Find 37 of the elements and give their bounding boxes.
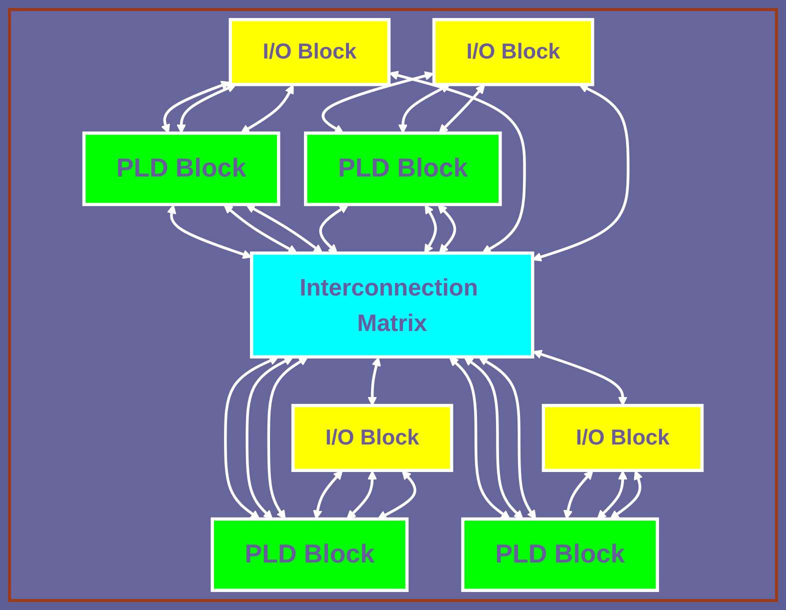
node-box: I/O Block [432, 18, 594, 86]
arrow [224, 356, 279, 520]
arrow [478, 356, 536, 520]
arrow [398, 84, 450, 134]
arrow [176, 84, 236, 134]
arrow [532, 84, 630, 262]
arrow [532, 350, 628, 406]
arrow [166, 204, 252, 259]
node-box: PLD Block [461, 517, 660, 592]
node-box: PLD Block [210, 517, 409, 592]
arrow [322, 71, 434, 134]
arrow [224, 204, 298, 254]
arrow [312, 470, 343, 520]
arrow [246, 204, 323, 254]
arrow [563, 470, 594, 520]
arrow [449, 356, 510, 520]
arrow [240, 84, 294, 134]
node-box: PLD Block [304, 132, 502, 206]
node-box: Interconnection Matrix [250, 252, 534, 358]
arrow [161, 80, 230, 134]
node-box: I/O Block [542, 404, 704, 472]
arrow [610, 470, 643, 520]
arrow [346, 470, 378, 520]
node-box: PLD Block [82, 132, 280, 206]
arrow [368, 356, 381, 406]
arrow [377, 470, 416, 520]
arrow [596, 470, 628, 520]
node-box: I/O Block [291, 404, 454, 472]
arrow [438, 84, 486, 134]
arrow [424, 204, 437, 254]
arrow [246, 356, 294, 520]
arrow [267, 356, 308, 520]
arrow [388, 70, 526, 254]
arrow [464, 356, 524, 520]
node-box: I/O Block [228, 18, 391, 86]
arrow [319, 204, 349, 254]
arrow [438, 204, 456, 254]
